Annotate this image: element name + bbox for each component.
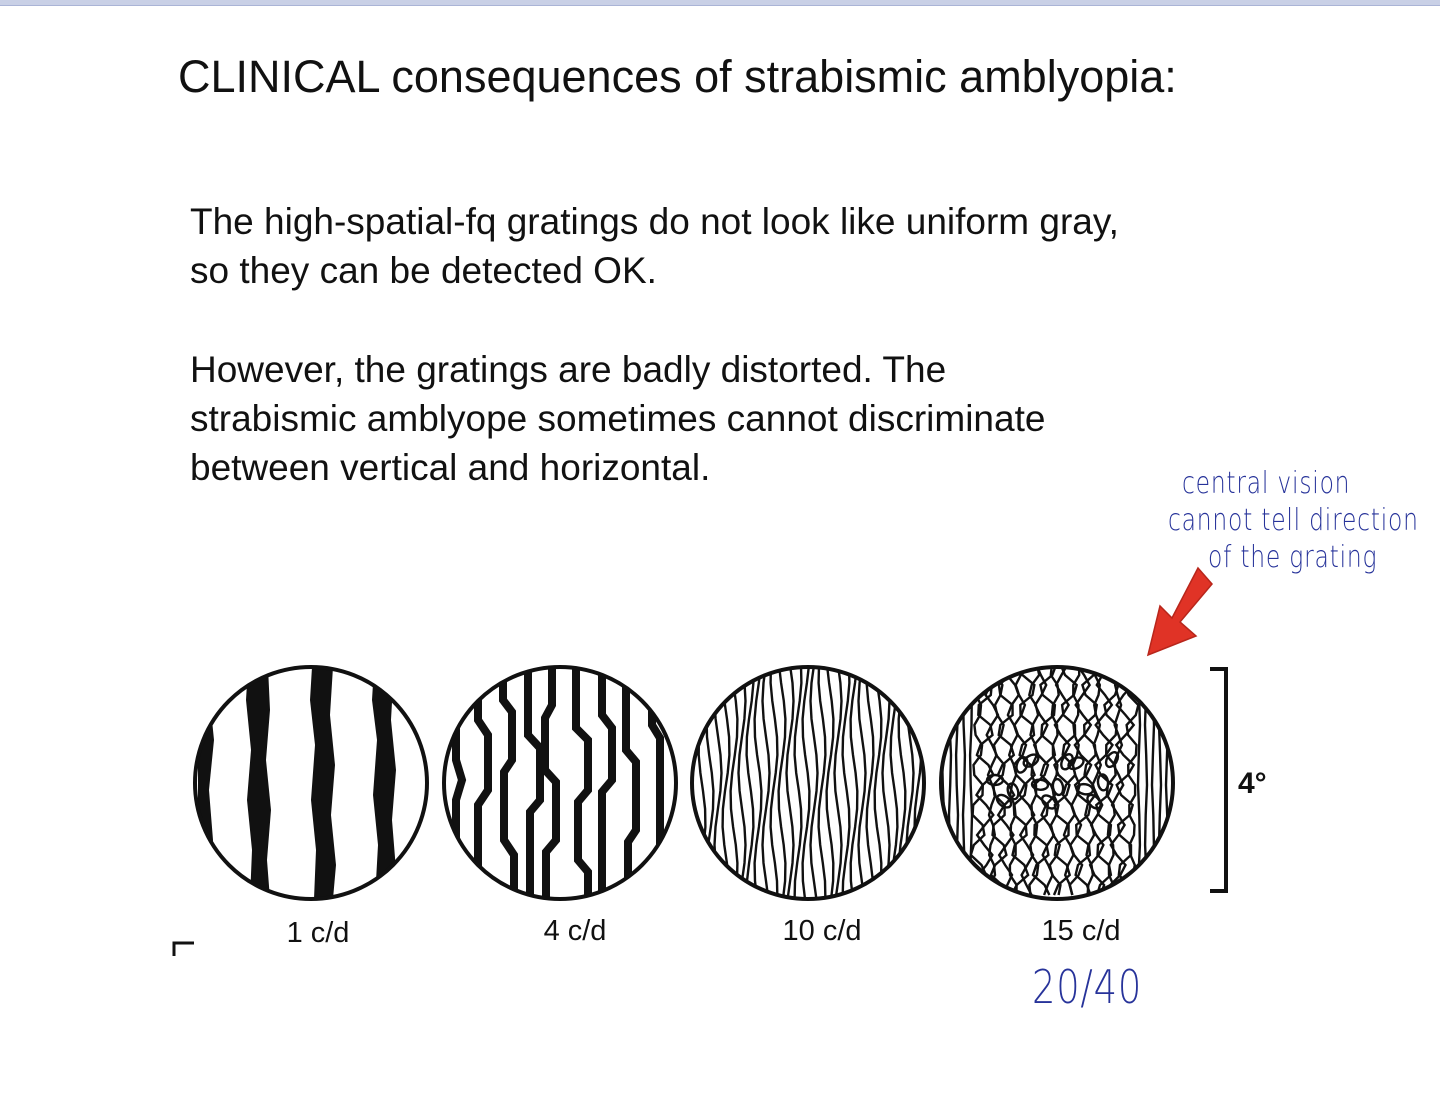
paragraph-line: between vertical and horizontal. xyxy=(190,447,711,488)
paragraph-distortion: However, the gratings are badly distorte… xyxy=(190,345,1045,492)
handwritten-note-line: central vision xyxy=(1182,466,1351,501)
handwritten-note-line: cannot tell direction xyxy=(1168,503,1419,538)
red-arrow-icon xyxy=(1146,566,1213,657)
grating-circle-10cd xyxy=(690,665,926,901)
grating-label-1: 1 c/d xyxy=(287,917,350,949)
slide-title: CLINICAL consequences of strabismic ambl… xyxy=(178,51,1177,102)
paragraph-detection: The high-spatial-fq gratings do not look… xyxy=(190,197,1119,295)
handwritten-note-line: of the grating xyxy=(1208,540,1378,575)
grating-circle-4cd xyxy=(442,665,678,901)
grating-circle-15cd xyxy=(939,665,1175,901)
paragraph-line: The high-spatial-fq gratings do not look… xyxy=(190,201,1119,242)
grating-circle-1cd xyxy=(193,665,429,901)
grating-label-2: 4 c/d xyxy=(544,915,607,947)
handwritten-acuity: 20/40 xyxy=(1032,960,1143,1014)
paragraph-line: so they can be detected OK. xyxy=(190,250,657,291)
size-bracket-label: 4° xyxy=(1238,767,1267,800)
top-rule xyxy=(0,0,1440,6)
corner-mark xyxy=(172,941,194,956)
grating-label-4: 15 c/d xyxy=(1042,915,1121,947)
grating-label-3: 10 c/d xyxy=(783,915,862,947)
paragraph-line: However, the gratings are badly distorte… xyxy=(190,349,947,390)
size-bracket xyxy=(1210,667,1228,893)
paragraph-line: strabismic amblyope sometimes cannot dis… xyxy=(190,398,1046,439)
